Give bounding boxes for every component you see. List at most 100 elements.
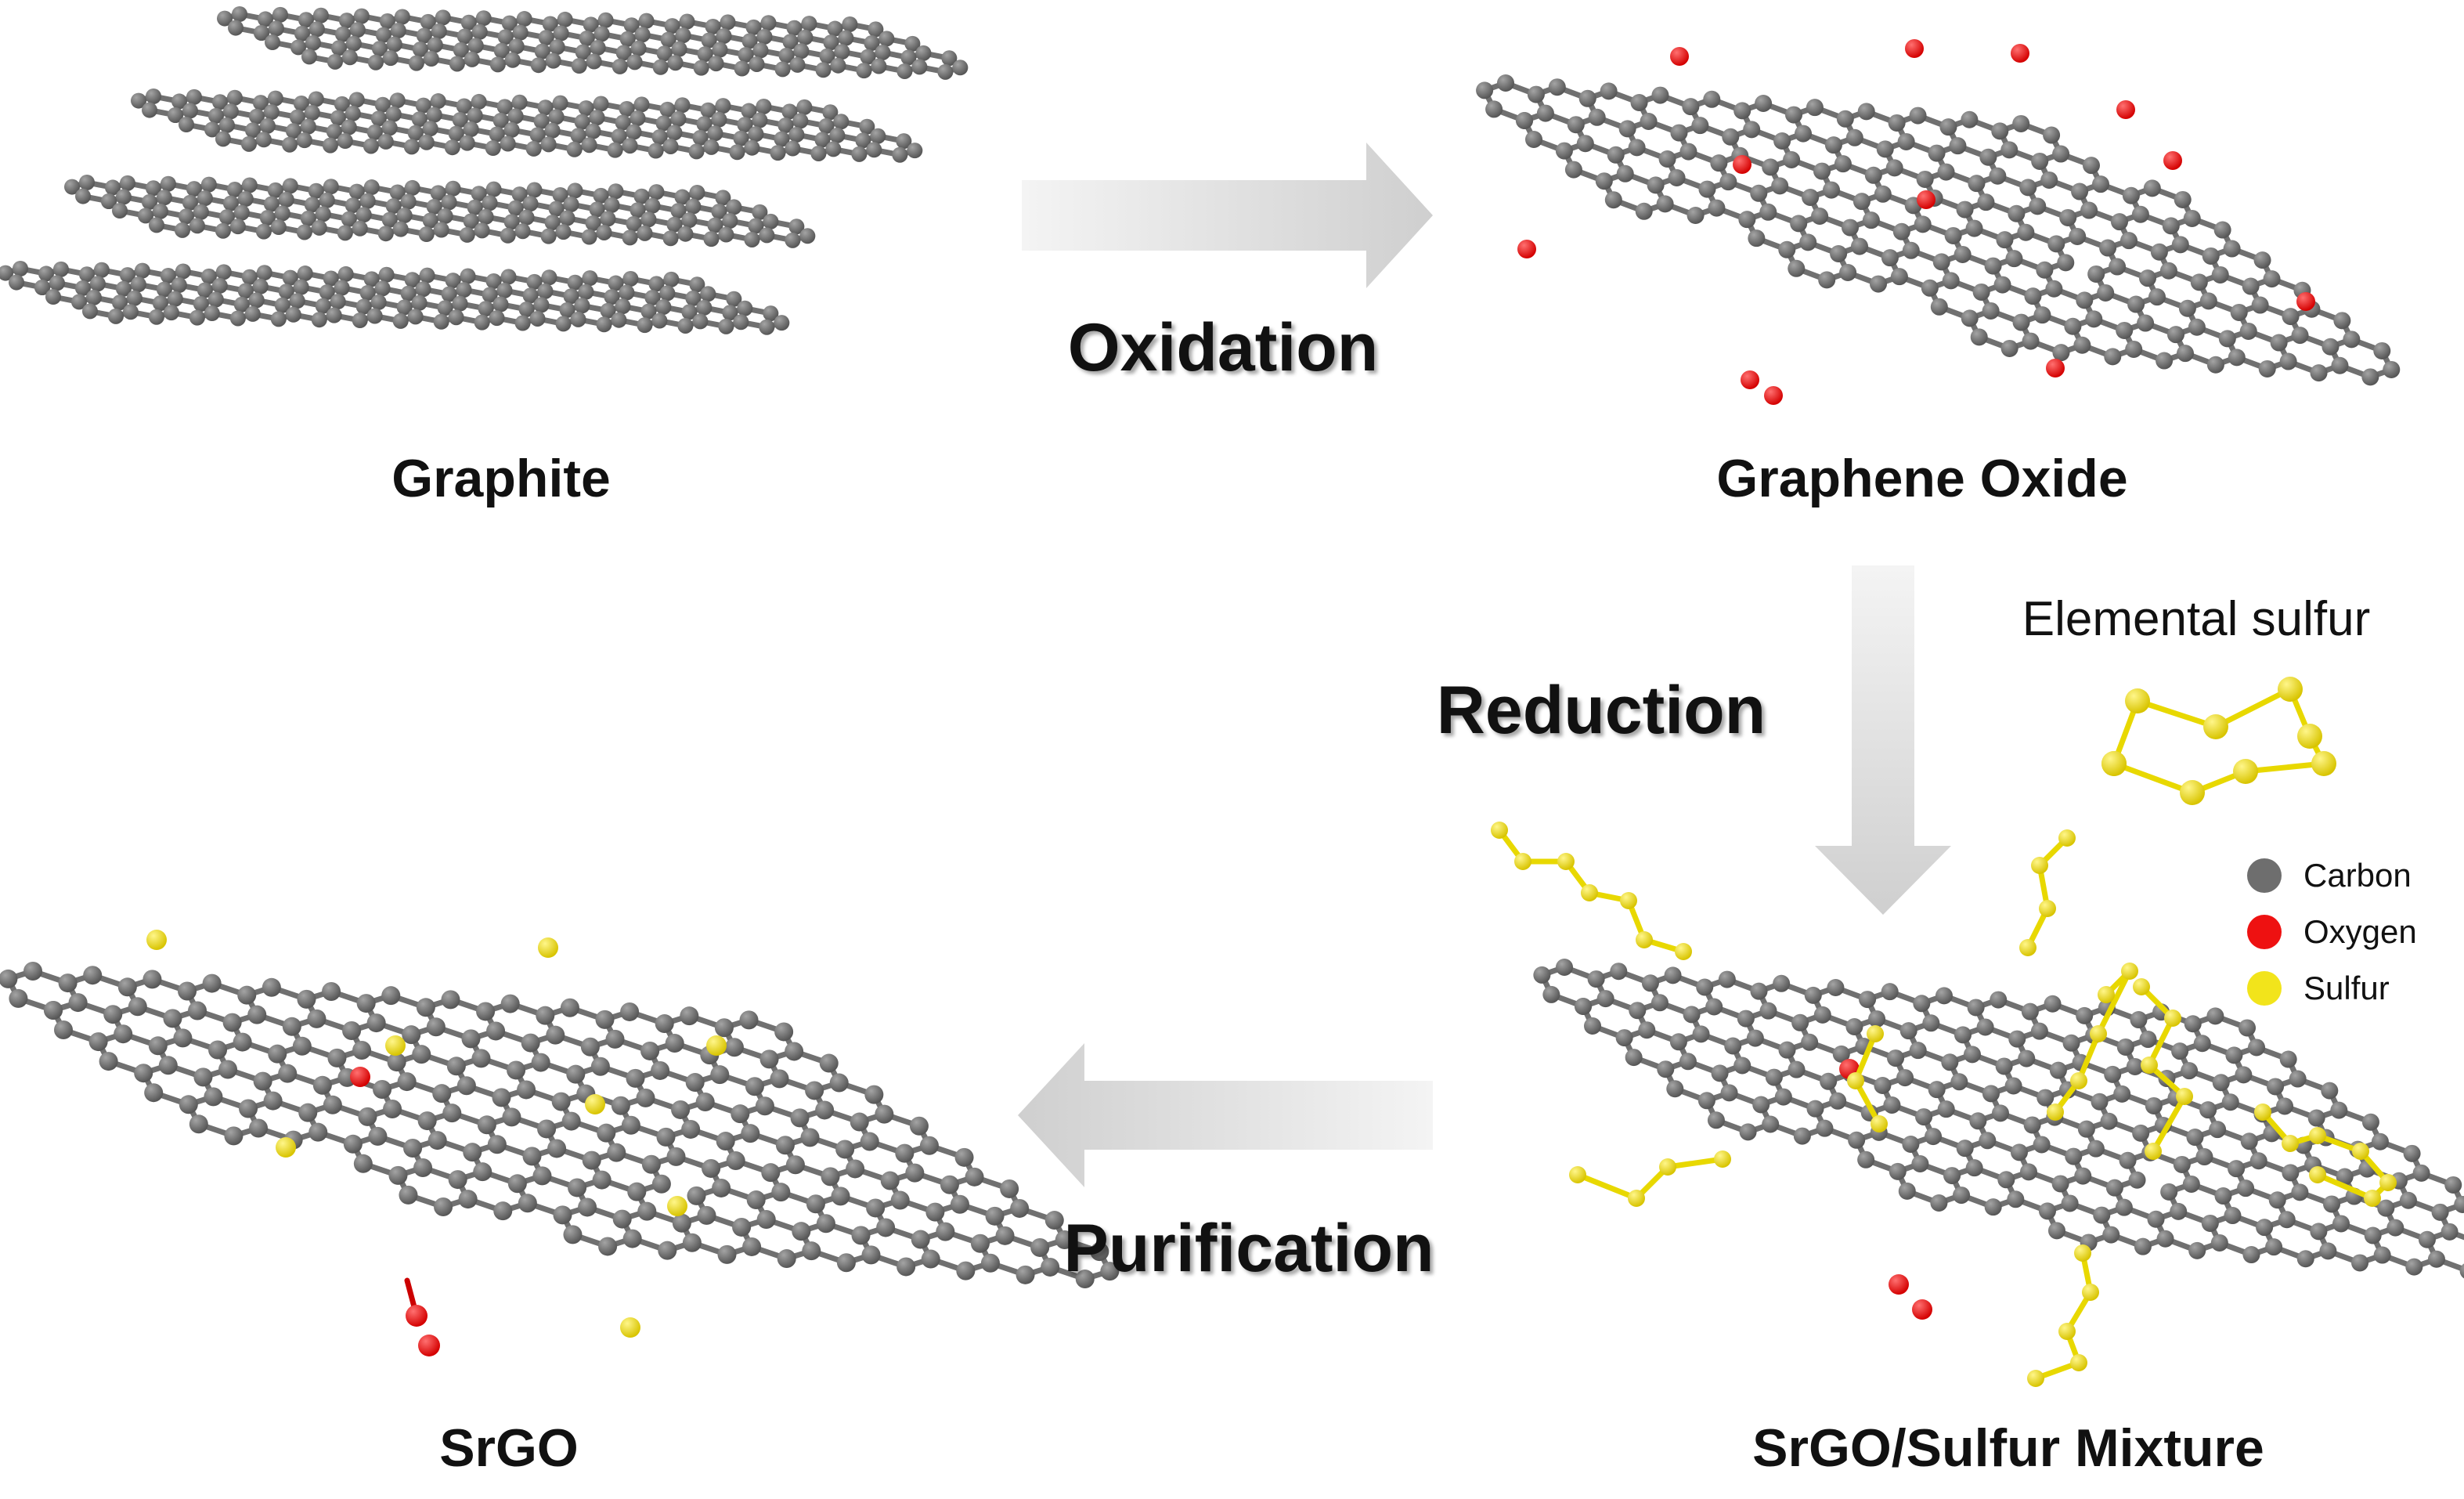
carbon-atom: [1683, 1006, 1701, 1024]
carbon-atom: [819, 1053, 839, 1073]
carbon-atom: [1937, 1100, 1955, 1118]
carbon-atom: [965, 1167, 984, 1187]
carbon-atom: [2256, 1219, 2274, 1237]
carbon-atom: [533, 297, 550, 313]
carbon-atom: [415, 97, 431, 114]
carbon-atom: [2265, 1238, 2283, 1256]
carbon-atom: [580, 1037, 600, 1057]
carbon-atom: [446, 1057, 466, 1076]
carbon-atom: [1997, 1171, 2015, 1189]
carbon-atom: [2148, 288, 2166, 306]
graphite-model: [0, 6, 969, 335]
carbon-atom: [423, 51, 439, 67]
sulfur-atom: [1871, 1115, 1888, 1132]
carbon-atom: [397, 1072, 417, 1092]
carbon-atom: [452, 295, 468, 312]
carbon-atom: [308, 91, 324, 107]
carbon-atom: [1784, 106, 1802, 124]
carbon-atom: [131, 92, 147, 109]
carbon-atom: [207, 107, 224, 124]
carbon-atom: [685, 1073, 705, 1093]
carbon-atom: [232, 6, 247, 22]
carbon-atom: [1752, 1096, 1770, 1114]
carbon-atom: [217, 10, 233, 27]
carbon-atom: [431, 23, 447, 39]
carbon-atom: [717, 1244, 737, 1264]
sulfur-atom: [2082, 1284, 2099, 1301]
carbon-atom: [1692, 1025, 1710, 1043]
carbon-atom: [2242, 1246, 2260, 1264]
carbon-atom: [2336, 1168, 2354, 1186]
carbon-atom: [1845, 128, 1863, 146]
carbon-atom: [2330, 1101, 2348, 1119]
carbon-atom: [744, 231, 760, 247]
carbon-atom: [2258, 359, 2276, 377]
oxygen-atom: [1733, 155, 1751, 174]
carbon-atom: [641, 1154, 661, 1174]
carbon-atom: [585, 215, 601, 231]
carbon-atom: [718, 318, 734, 334]
carbon-atom: [741, 33, 758, 49]
carbon-atom: [679, 13, 695, 30]
carbon-atom: [875, 1104, 894, 1124]
carbon-atom: [708, 56, 724, 72]
sulfur-atom: [2352, 1143, 2369, 1160]
carbon-atom: [267, 90, 283, 107]
carbon-atom: [1679, 143, 1697, 161]
carbon-atom: [1916, 170, 1934, 188]
carbon-atom: [1888, 114, 1906, 132]
carbon-atom: [249, 1118, 269, 1138]
carbon-atom: [449, 56, 465, 72]
carbon-atom: [178, 981, 197, 1001]
carbon-atom: [2159, 262, 2177, 280]
carbon-atom: [426, 107, 442, 123]
carbon-atom: [689, 276, 705, 293]
carbon-atom: [656, 1127, 676, 1147]
carbon-atom: [851, 146, 868, 162]
carbon-atom: [385, 198, 402, 215]
carbon-atom: [823, 34, 839, 51]
carbon-atom: [1788, 259, 1806, 277]
carbon-atom: [718, 226, 734, 243]
carbon-atom: [119, 267, 135, 284]
carbon-atom: [2361, 368, 2379, 386]
carbon-atom: [660, 31, 676, 48]
carbon-atom: [2444, 1176, 2462, 1194]
carbon-atom: [659, 285, 676, 302]
sulfur-atom: [146, 930, 167, 950]
carbon-atom: [563, 288, 579, 305]
carbon-atom: [1600, 82, 1618, 100]
carbon-atom: [688, 143, 705, 160]
carbon-atom: [1738, 211, 1756, 229]
carbon-atom: [412, 1045, 431, 1064]
carbon-atom: [204, 121, 220, 138]
carbon-atom: [359, 193, 376, 209]
carbon-atom: [703, 231, 720, 247]
carbon-atom: [1722, 128, 1740, 146]
carbon-atom: [665, 1034, 684, 1053]
carbon-atom: [733, 314, 749, 331]
carbon-atom: [375, 27, 391, 43]
carbon-atom: [1759, 1002, 1777, 1020]
carbon-atom: [1836, 110, 1854, 128]
carbon-atom: [103, 1005, 123, 1024]
carbon-atom: [2130, 1011, 2148, 1029]
carbon-atom: [745, 19, 762, 35]
carbon-atom: [2018, 1049, 2036, 1067]
carbon-atom: [552, 95, 568, 111]
carbon-atom: [672, 1213, 691, 1233]
carbon-atom: [1889, 1162, 1907, 1180]
carbon-atom: [156, 281, 172, 298]
carbon-atom: [581, 229, 597, 245]
carbon-atom: [2399, 1191, 2417, 1209]
carbon-atom: [1527, 85, 1545, 103]
carbon-atom: [1669, 1033, 1687, 1051]
carbon-atom: [1635, 202, 1653, 220]
carbon-atom: [1868, 1010, 1886, 1028]
carbon-atom: [911, 59, 928, 75]
carbon-atom: [592, 1170, 611, 1190]
carbon-atom: [1778, 1041, 1796, 1059]
carbon-atom: [2097, 284, 2115, 302]
carbon-atom: [2291, 1183, 2309, 1201]
carbon-atom: [2214, 1187, 2232, 1205]
